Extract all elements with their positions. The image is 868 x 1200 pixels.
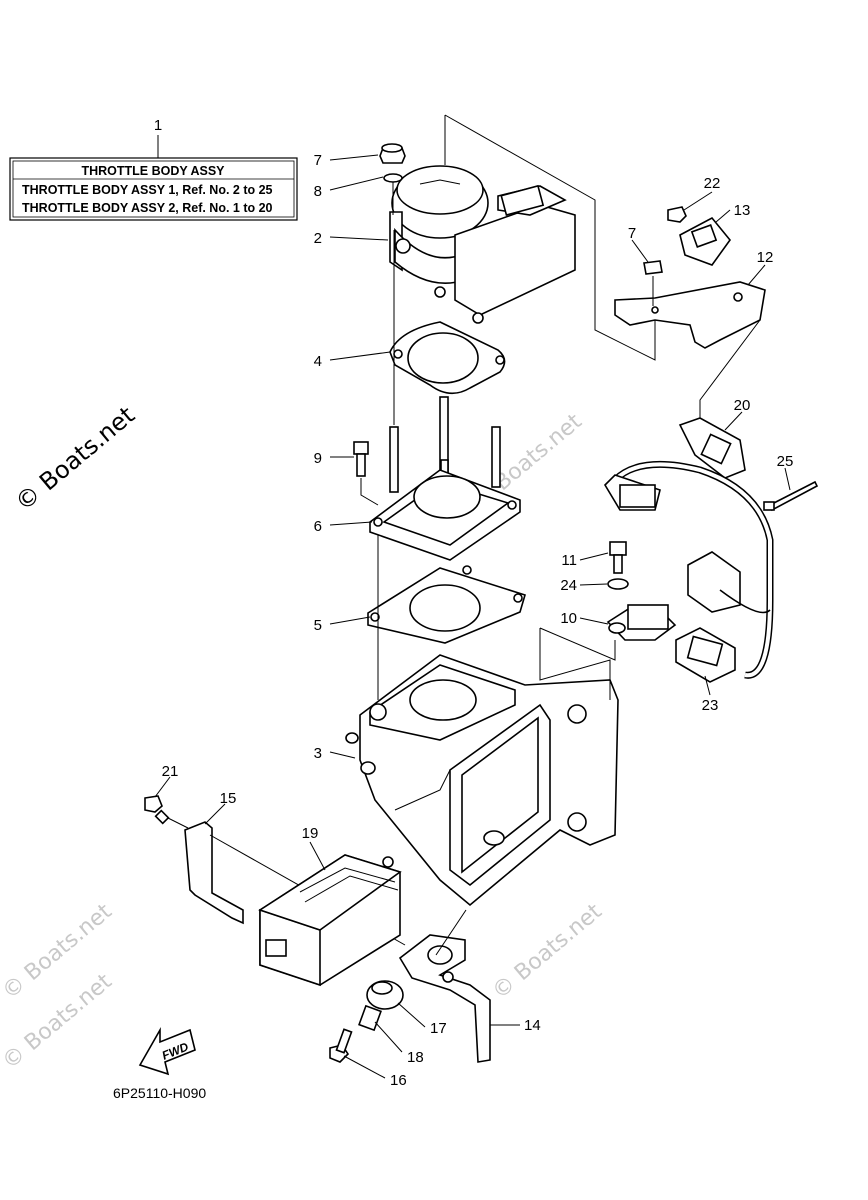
- callout-7a: 7: [314, 152, 322, 169]
- gasket-5-drawing: [367, 565, 526, 644]
- intake-body-3-drawing: [345, 654, 619, 907]
- callout-13: 13: [734, 202, 751, 219]
- fwd-arrow: FWD: [138, 1026, 196, 1076]
- bracket-15-drawing: [184, 821, 244, 925]
- diagram-code: 6P25110-H090: [113, 1085, 206, 1101]
- callout-10: 10: [560, 610, 577, 627]
- callout-20: 20: [734, 397, 751, 414]
- callout-1: 1: [154, 117, 162, 134]
- callout-18: 18: [407, 1049, 424, 1066]
- washer-24-drawing: [607, 578, 629, 590]
- gasket-4-drawing: [389, 321, 506, 395]
- bracket-14-drawing: [398, 934, 491, 1063]
- bracket-12-drawing: [614, 281, 766, 349]
- main-watermark: © Boats.net: [10, 401, 140, 517]
- callout-9: 9: [314, 450, 322, 467]
- callout-7b: 7: [628, 225, 636, 242]
- legend-box-title: THROTTLE BODY ASSY: [81, 164, 225, 178]
- collar-18-drawing: [358, 1004, 382, 1032]
- callout-5: 5: [314, 617, 322, 634]
- callout-23: 23: [702, 697, 719, 714]
- callout-2: 2: [314, 230, 322, 247]
- legend-box: THROTTLE BODY ASSY THROTTLE BODY ASSY 1,…: [9, 157, 298, 221]
- harness-drawing: [603, 460, 774, 679]
- callouts: 7 8 2 4 9 6 5 3 22 13 7 12 20 25 11 24 1: [154, 152, 794, 1089]
- guide-sensor-20: [699, 319, 761, 420]
- guide-frame-middle: [539, 628, 611, 700]
- sensor-10-drawing: [606, 604, 677, 641]
- callout-14: 14: [524, 1017, 541, 1034]
- callout-21: 21: [162, 763, 179, 780]
- callout-19: 19: [302, 825, 319, 842]
- callout-4: 4: [314, 353, 322, 370]
- callout-3: 3: [314, 745, 322, 762]
- callout-25: 25: [777, 453, 794, 470]
- callout-16: 16: [390, 1072, 407, 1089]
- grommet-13-drawing: [679, 216, 732, 266]
- legend-box-line-2: THROTTLE BODY ASSY 2, Ref. No. 1 to 20: [22, 201, 273, 215]
- bolt-21-drawing: [144, 795, 170, 825]
- callout-17: 17: [430, 1020, 447, 1037]
- bolt-16-drawing: [329, 1028, 353, 1063]
- washer-8-drawing: [383, 173, 403, 183]
- faint-watermark-br: © Boats.net: [488, 899, 607, 1005]
- throttle-body-drawing: [389, 165, 576, 324]
- grommet-17-drawing: [366, 980, 404, 1010]
- callout-15: 15: [220, 790, 237, 807]
- nut-22-drawing: [667, 206, 687, 223]
- callout-11: 11: [561, 552, 577, 569]
- nut-7b-drawing: [643, 260, 663, 275]
- insulator-6-drawing: [369, 469, 521, 561]
- callout-12: 12: [757, 249, 774, 266]
- callout-22: 22: [704, 175, 721, 192]
- bolt-9-drawing: [353, 441, 369, 477]
- callout-8: 8: [314, 183, 322, 200]
- legend-box-line-1: THROTTLE BODY ASSY 1, Ref. No. 2 to 25: [22, 183, 273, 197]
- guide-frame-upper: [444, 114, 656, 361]
- strap-25-drawing: [763, 480, 819, 512]
- sensor-20-drawing: [678, 417, 746, 479]
- bolt-11-drawing: [609, 541, 627, 574]
- connector-23-drawing: [675, 627, 736, 683]
- nut-7-drawing: [379, 143, 406, 164]
- canister-19-drawing: [258, 854, 402, 987]
- callout-24: 24: [560, 577, 577, 594]
- callout-6: 6: [314, 518, 322, 535]
